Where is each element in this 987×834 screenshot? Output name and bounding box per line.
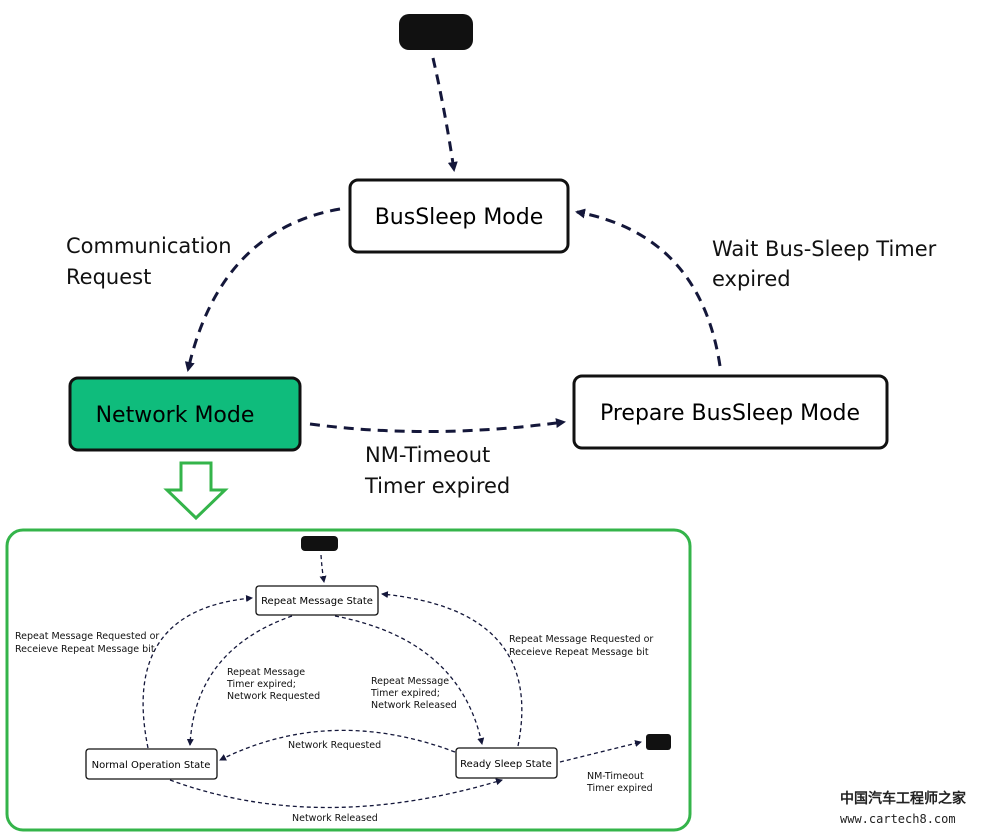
sub-final-state-marker: [646, 734, 671, 750]
ready-sleep-state-node[interactable]: Ready Sleep State: [455, 747, 558, 779]
network-mode-label: Network Mode: [96, 403, 255, 428]
repeat-message-state-node[interactable]: Repeat Message State: [255, 585, 379, 616]
sub-initial-state-marker: [301, 536, 338, 551]
label-timer-network-released: Repeat Message Timer expired; Network Re…: [370, 676, 457, 711]
label-nm-timeout: NM-Timeout Timer expired: [364, 443, 510, 498]
sub-initial-arrow: [319, 554, 327, 583]
arrow-wait-bus-sleep: [575, 208, 722, 367]
initial-state-marker: [399, 14, 473, 50]
arrow-ready-to-repeat: [381, 591, 523, 747]
watermark-chinese: 中国汽车工程师之家: [840, 790, 967, 807]
bus-sleep-mode-label: BusSleep Mode: [375, 205, 544, 230]
prepare-bus-sleep-mode-label: Prepare BusSleep Mode: [600, 401, 860, 426]
prepare-bus-sleep-mode-node[interactable]: Prepare BusSleep Mode: [572, 374, 889, 450]
arrow-repeat-to-ready: [334, 615, 485, 745]
label-timer-network-requested: Repeat Message Timer expired; Network Re…: [226, 667, 320, 702]
normal-operation-state-node[interactable]: Normal Operation State: [85, 748, 218, 780]
network-mode-node[interactable]: Network Mode: [68, 376, 302, 452]
label-wait-bus-sleep: Wait Bus-Sleep Timer expired: [712, 237, 943, 291]
arrow-normal-to-repeat: [142, 595, 253, 749]
label-left-repeat-requested: Repeat Message Requested or Receieve Rep…: [15, 631, 162, 655]
label-network-released: Network Released: [292, 813, 378, 824]
arrow-normal-to-ready: [169, 778, 503, 809]
initial-arrow: [431, 57, 458, 172]
arrow-repeat-to-normal: [186, 615, 293, 746]
label-sub-nm-timeout: NM-Timeout Timer expired: [586, 771, 653, 794]
label-network-requested: Network Requested: [288, 740, 381, 751]
arrow-nm-timeout: [309, 418, 566, 433]
label-right-repeat-requested: Repeat Message Requested or Receieve Rep…: [509, 634, 656, 658]
label-communication-request: Communication Request: [66, 234, 238, 289]
arrow-ready-to-normal: [219, 729, 456, 761]
expand-down-arrow-icon: [163, 461, 229, 521]
repeat-message-state-label: Repeat Message State: [261, 596, 373, 607]
bus-sleep-mode-node[interactable]: BusSleep Mode: [348, 178, 570, 254]
normal-operation-state-label: Normal Operation State: [92, 760, 211, 771]
watermark-url: www.cartech8.com: [840, 812, 956, 826]
ready-sleep-state-label: Ready Sleep State: [460, 759, 552, 770]
